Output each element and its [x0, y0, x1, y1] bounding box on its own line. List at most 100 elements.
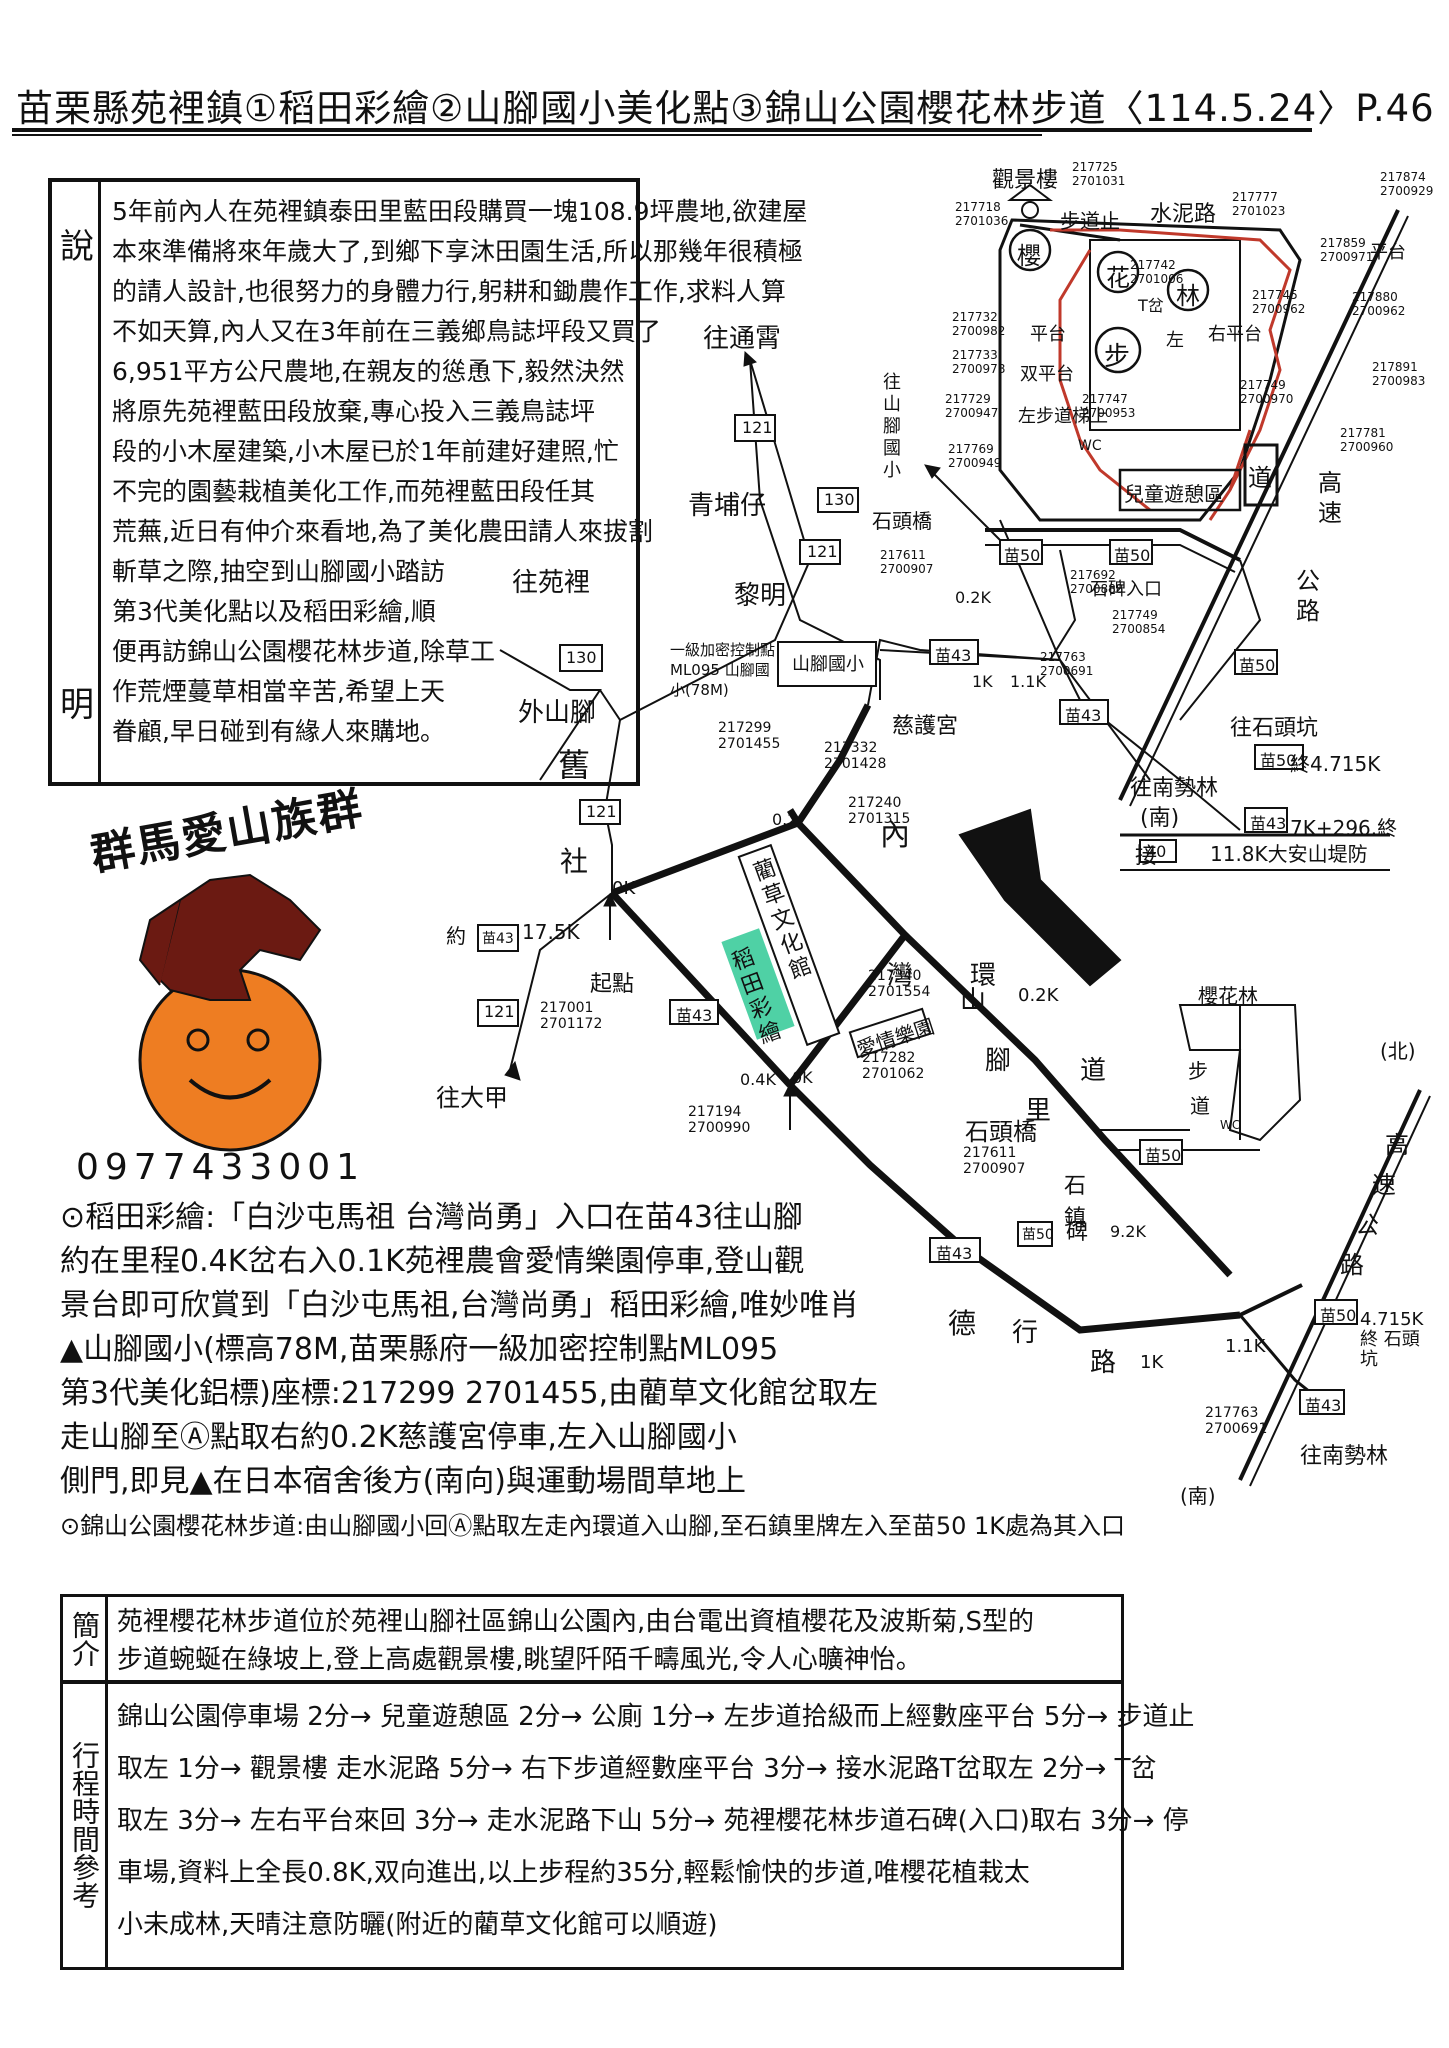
- inset-coord: 217749 2700970: [1240, 378, 1294, 406]
- inset-gaosu: 高速: [1318, 469, 1342, 527]
- inset-top-map: [924, 183, 1409, 807]
- description-box: [48, 178, 640, 786]
- route-121-d: 121: [484, 1002, 515, 1021]
- route-label-box-m50-mid: [1017, 1221, 1053, 1247]
- inset-ertong: 兒童遊憩區: [1124, 482, 1224, 506]
- inset-coord: 217874 2700929: [1380, 170, 1434, 198]
- itinerary-text: 錦山公園停車場 2分→ 兒童遊憩區 2分→ 公廁 1分→ 左步道拾級而上經數座平…: [117, 1691, 1195, 1951]
- label-gaosu-b1: 高: [1385, 1131, 1409, 1159]
- inset-zuo: 左: [1166, 330, 1184, 351]
- itinerary-line: 取左 1分→ 觀景樓 走水泥路 5分→ 右下步道經數座平台 3分→ 接水泥路T岔…: [117, 1754, 1157, 1784]
- notes-section: ⊙稻田彩繪:「白沙屯馬祖 台灣尚勇」入口在苗43往山腳 約在里程0.4K岔右入0…: [60, 1196, 1410, 1548]
- label-ciyugong: 慈護宮: [892, 714, 959, 739]
- label-yue: 約: [446, 924, 466, 948]
- label-jie-240-note: 11.8K大安山堤防: [1210, 842, 1368, 866]
- inset-t-cha: T岔: [1138, 296, 1164, 315]
- note-line: ⊙錦山公園櫻花林步道:由山腳國小回Ⓐ點取左走內環道入山腳,至石鎮里牌左入至苗50…: [60, 1512, 1125, 1540]
- label-xing: 行: [1012, 1318, 1039, 1348]
- brief-line: 步道蜿蜒在綠坡上,登上高處觀景樓,眺望阡陌千疇風光,令人心曠神怡。: [117, 1645, 922, 1675]
- description-line: 作荒煙蔓草相當辛苦,希望上天: [112, 677, 445, 706]
- inset-zuo-budao: 左步道梯上: [1018, 406, 1108, 427]
- inset-pingtai: 平台: [1030, 324, 1066, 345]
- paddy-art-highlight: [721, 928, 795, 1040]
- description-line: 不完的園藝栽植美化工作,而苑裡藍田段任其: [112, 477, 595, 506]
- label-li: 里: [1025, 1096, 1052, 1126]
- label-km-175: 17.5K: [522, 920, 580, 944]
- label-shan: 山: [960, 986, 987, 1016]
- inset-bottom-wc: WC: [1220, 1118, 1241, 1132]
- description-line: 斬草之際,抽空到山腳國小踏訪: [112, 557, 445, 586]
- km-mark: 0.2: [772, 810, 798, 829]
- description-line: 第3代美化點以及稻田彩繪,順: [112, 597, 436, 626]
- coord-label: 217332 2701428: [824, 740, 887, 772]
- inset-coord: 217763 2700691: [1040, 650, 1094, 678]
- itinerary-line: 錦山公園停車場 2分→ 兒童遊憩區 2分→ 公廁 1分→ 左步道拾級而上經數座平…: [117, 1702, 1195, 1732]
- inset-bottom-bu: 步: [1188, 1059, 1208, 1083]
- description-line: 將原先苑裡藍田段放棄,專心投入三義鳥誌坪: [112, 397, 595, 426]
- description-line: 便再訪錦山公園櫻花林步道,除草工: [112, 637, 495, 666]
- km-mark: 0K: [612, 878, 636, 899]
- route-m50-b: 苗50: [1114, 546, 1151, 565]
- label-lu: 路: [1090, 1348, 1117, 1378]
- coord-label: 217194 2700990: [688, 1104, 751, 1136]
- label-wang-dajia: 往大甲: [436, 1084, 508, 1112]
- km-mark: 1K: [972, 672, 993, 691]
- inset-coord: 217781 2700960: [1340, 426, 1394, 454]
- coord-label: 217763 2700691: [1205, 1405, 1268, 1437]
- brief-text: 苑裡櫻花林步道位於苑裡山腳社區錦山公園內,由台電出資植櫻花及波斯菊,S型的 步道…: [117, 1603, 1117, 1679]
- itinerary-line: 取左 3分→ 左右平台來回 3分→ 走水泥路下山 5分→ 苑裡櫻花林步道石碑(入…: [117, 1806, 1189, 1836]
- inset-coord: 217732 2700982: [952, 310, 1006, 338]
- itinerary-label: 行程時間參考: [63, 1683, 108, 1967]
- route-121-c: 121: [586, 802, 617, 821]
- inset-coord: 217777 2701023: [1232, 190, 1286, 218]
- label-she: 社: [560, 845, 589, 878]
- inset-coord: 217742 2701006: [1130, 258, 1184, 286]
- inset-lin: 林: [1176, 282, 1200, 310]
- inset-coord: 217733 2700978: [952, 348, 1006, 376]
- inset-coord: 217859 2700971: [1320, 236, 1374, 264]
- inset-bu: 步: [1104, 342, 1131, 372]
- inset-coord: 217747 2700953: [1082, 392, 1136, 420]
- route-130-b: 130: [566, 648, 597, 667]
- inset-coord: 217891 2700983: [1372, 360, 1426, 388]
- inset-you-pingtai: 右平台: [1208, 324, 1262, 345]
- description-line: 不如天算,內人又在3年前在三義鄉鳥誌坪段又買了: [112, 317, 661, 346]
- inset-coord: 217880 2700962: [1352, 290, 1406, 318]
- coord-label: 217001 2701172: [540, 1000, 603, 1032]
- label-shizhen: 石鎮: [1064, 1174, 1087, 1231]
- route-label-boxes: [477, 414, 1358, 1415]
- description-line: 段的小木屋建築,小木屋已於1年前建好建照,忙: [112, 437, 619, 466]
- route-121-b: 121: [807, 542, 838, 561]
- label-wang-yuanli: 往苑裡: [512, 568, 591, 598]
- contact-phone: 0977433001: [76, 1147, 366, 1188]
- note-line: 走山腳至Ⓐ點取右約0.2K慈護宮停車,左入山腳國小: [60, 1420, 737, 1455]
- inset-coord: 217749 2700854: [1112, 608, 1166, 636]
- description-line: 的請人設計,也很努力的身體力行,躬耕和鋤農作工作,求料人算: [112, 277, 786, 306]
- route-m43-b: 苗43: [676, 1006, 713, 1025]
- note-line: 第3代美化鋁標)座標:217299 2701455,由藺草文化館岔取左: [60, 1376, 879, 1411]
- brief-label-text: 簡介: [68, 1611, 101, 1667]
- description-line: 荒蕪,近日有仲介來看地,為了美化農田請人來拔割: [112, 517, 653, 546]
- label-nan-bottom: (南): [1180, 1484, 1216, 1508]
- inset-shitouqiao: 石頭橋: [872, 509, 932, 533]
- route-m40: 40: [1146, 842, 1167, 861]
- label-liming: 黎明: [734, 581, 787, 611]
- coord-label: 217611 2700907: [963, 1145, 1026, 1177]
- inset-hua: 花: [1106, 264, 1130, 292]
- brief-line: 苑裡櫻花林步道位於苑裡山腳社區錦山公園內,由台電出資植櫻花及波斯菊,S型的: [117, 1607, 1035, 1637]
- inset-bulu: 步道止: [1060, 209, 1120, 233]
- km-mark: 1K: [1140, 1352, 1164, 1373]
- label-school-box: 山腳國小: [792, 654, 864, 675]
- route-m50-f: 苗50: [1320, 1306, 1357, 1325]
- note-line: 約在里程0.4K岔右入0.1K苑裡農會愛情樂園停車,登山觀: [60, 1244, 805, 1279]
- route-121-a: 121: [742, 418, 773, 437]
- description-label-bottom: 明: [60, 685, 94, 725]
- km-mark: 1.1K: [1010, 672, 1046, 691]
- note-line: ▲山腳國小(標高78M,苗栗縣府一級加密控制點ML095: [60, 1332, 779, 1367]
- brief-label: 簡介: [63, 1597, 108, 1681]
- label-shitouqiao: 石頭橋: [965, 1118, 1037, 1146]
- km-mark: 0.2K: [1018, 985, 1059, 1006]
- inset-shuang-pingtai: 双平台: [1020, 364, 1074, 385]
